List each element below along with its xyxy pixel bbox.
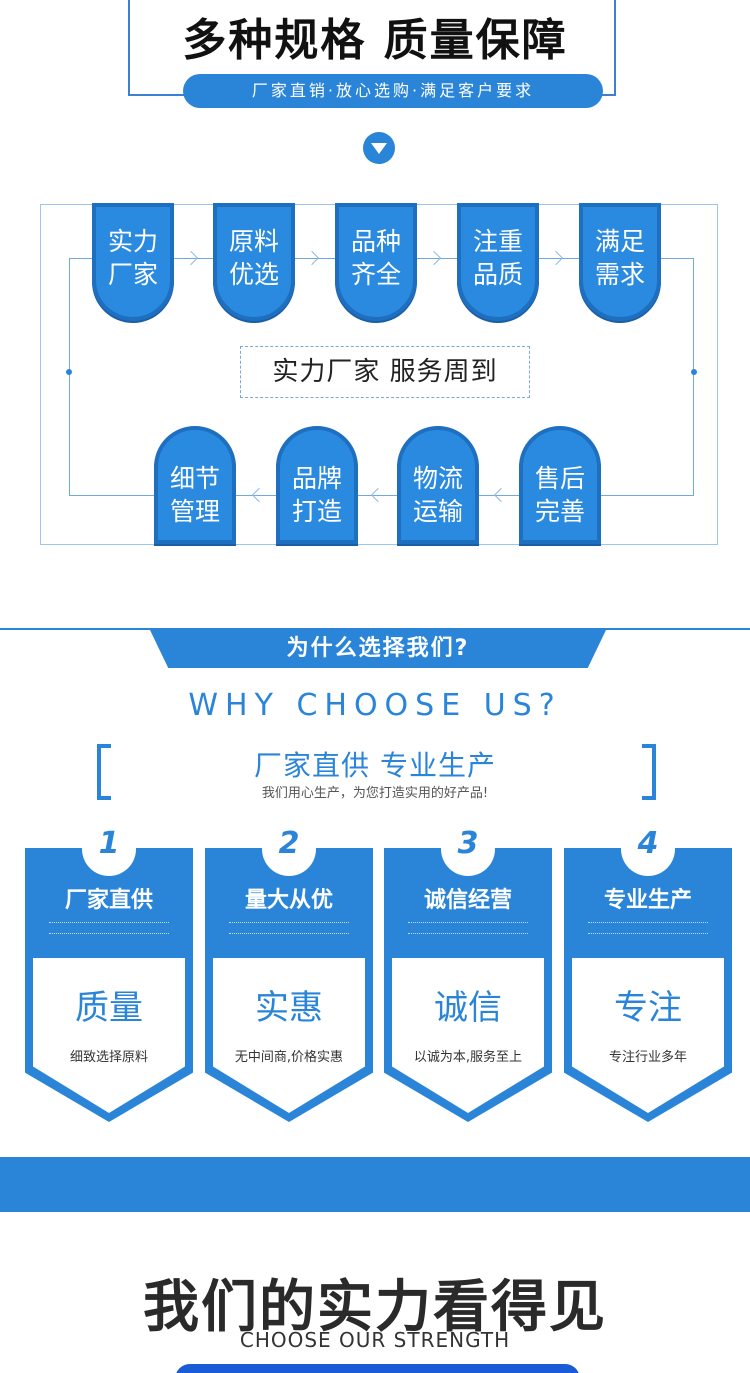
card-decor-lines: [408, 922, 528, 934]
card-title: 量大从优: [244, 888, 333, 913]
card-caption: 以诚为本,服务至上: [413, 1050, 523, 1065]
card-inner: 实惠 无中间商,价格实惠: [213, 958, 365, 1113]
flow-step-top: 品种齐全: [335, 203, 417, 321]
loop-dot-left: [66, 369, 72, 375]
feature-card: 专业生产 专注 专注行业多年: [564, 848, 732, 1122]
card-decor-lines: [229, 922, 349, 934]
card-inner: 质量 细致选择原料: [33, 958, 185, 1113]
flow-step-top: 满足需求: [579, 203, 661, 321]
flow-step-top: 原料优选: [213, 203, 295, 321]
card-inner: 专注 专注行业多年: [572, 958, 724, 1113]
card-number-badge: 1: [82, 822, 136, 876]
card-caption: 无中间商,价格实惠: [234, 1050, 344, 1065]
bracket-left: [97, 744, 111, 800]
flow-step-bottom: 细节管理: [154, 426, 236, 544]
strength-english: CHOOSE OUR STRENGTH: [239, 1328, 511, 1352]
card-title: 专业生产: [603, 888, 692, 913]
why-band-title: 为什么选择我们?: [150, 630, 606, 668]
card-keyword: 实惠: [255, 988, 323, 1028]
card-number-badge: 2: [262, 822, 316, 876]
chevron-down-icon: [363, 132, 395, 164]
card-number-badge: 3: [441, 822, 495, 876]
bottom-pill: [175, 1364, 580, 1373]
card-title: 诚信经营: [423, 888, 512, 913]
card-keyword: 专注: [614, 988, 682, 1028]
why-english-title: WHY CHOOSE US?: [188, 688, 562, 723]
card-title: 厂家直供: [64, 888, 153, 913]
loop-dot-right: [691, 369, 697, 375]
bracket-right: [642, 744, 656, 800]
page-title: 多种规格 质量保障: [0, 4, 750, 68]
tagline-pill: 厂家直销·放心选购·满足客户要求: [183, 74, 603, 108]
card-decor-lines: [588, 922, 708, 934]
why-subtitle: 厂家直供 专业生产: [254, 749, 496, 782]
card-keyword: 诚信: [434, 988, 502, 1028]
card-caption: 专注行业多年: [608, 1050, 687, 1065]
card-inner: 诚信 以诚为本,服务至上: [392, 958, 544, 1113]
card-keyword: 质量: [75, 988, 143, 1028]
flow-step-top: 注重品质: [457, 203, 539, 321]
card-caption: 细致选择原料: [69, 1050, 148, 1065]
section-divider: [0, 628, 750, 630]
blue-divider-band: [0, 1157, 750, 1212]
strength-title: 我们的实力看得见: [143, 1274, 607, 1340]
why-description: 我们用心生产，为您打造实用的好产品!: [261, 786, 489, 801]
feature-card: 量大从优 实惠 无中间商,价格实惠: [205, 848, 373, 1122]
flow-step-bottom: 品牌打造: [276, 426, 358, 544]
card-number-badge: 4: [621, 822, 675, 876]
card-decor-lines: [49, 922, 169, 934]
flow-center-label: 实力厂家 服务周到: [240, 346, 530, 398]
flow-step-top: 实力厂家: [92, 203, 174, 321]
flow-step-bottom: 物流运输: [397, 426, 479, 544]
flow-step-bottom: 售后完善: [519, 426, 601, 544]
feature-card: 厂家直供 质量 细致选择原料: [25, 848, 193, 1122]
feature-card: 诚信经营 诚信 以诚为本,服务至上: [384, 848, 552, 1122]
